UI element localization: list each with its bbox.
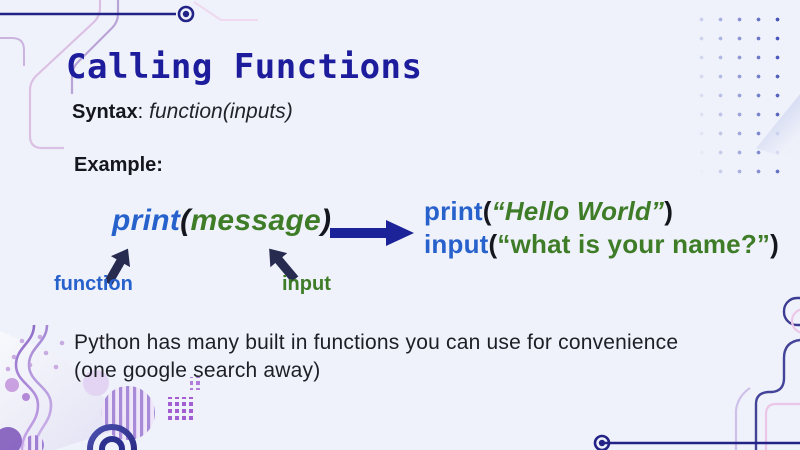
concentric-rings-icon xyxy=(87,424,137,450)
result-line: input(“what is your name?”) xyxy=(424,228,779,261)
syntax-value: function(inputs) xyxy=(149,100,293,123)
result-examples: print(“Hello World”) input(“what is your… xyxy=(424,195,779,261)
function-name-token: print xyxy=(112,204,181,237)
open-paren-token: ( xyxy=(488,229,498,259)
function-name-token: print xyxy=(424,196,483,226)
body-text-line: (one google search away) xyxy=(74,359,321,382)
input-pointer-arrow-icon xyxy=(269,248,299,283)
circuit-decoration-top-left xyxy=(0,0,258,150)
input-arrow-label: input xyxy=(282,273,331,295)
open-paren-token: ( xyxy=(482,196,492,226)
abstract-decoration-bottom-left xyxy=(0,325,203,450)
bullseye-node-icon xyxy=(593,434,611,450)
code-example: print(message) xyxy=(112,204,331,238)
function-name-token: input xyxy=(424,229,489,259)
bullseye-node-icon xyxy=(177,5,195,23)
page-title: Calling Functions xyxy=(66,47,423,87)
function-pointer-arrow-icon xyxy=(104,248,131,286)
argument-token: message xyxy=(190,204,321,237)
syntax-line: Syntax:function(inputs) xyxy=(72,100,293,124)
syntax-separator: : xyxy=(137,101,144,123)
open-paren-token: ( xyxy=(180,204,191,237)
string-argument-token: “Hello World” xyxy=(491,196,665,226)
syntax-label: Syntax xyxy=(72,101,138,123)
circuit-decoration-bottom-right xyxy=(593,296,800,450)
dot-grid-decoration xyxy=(686,6,792,188)
example-label: Example: xyxy=(74,154,163,176)
function-arrow-label: function xyxy=(54,273,133,295)
body-text: Python has many built in functions you c… xyxy=(74,329,678,385)
close-paren-token: ) xyxy=(664,196,674,226)
transform-arrow-icon xyxy=(330,220,414,246)
close-paren-token: ) xyxy=(770,229,779,259)
string-argument-token: “what is your name?” xyxy=(497,229,771,259)
result-line: print(“Hello World”) xyxy=(424,195,779,228)
close-paren-token: ) xyxy=(320,204,332,237)
body-text-line: Python has many built in functions you c… xyxy=(74,331,679,354)
